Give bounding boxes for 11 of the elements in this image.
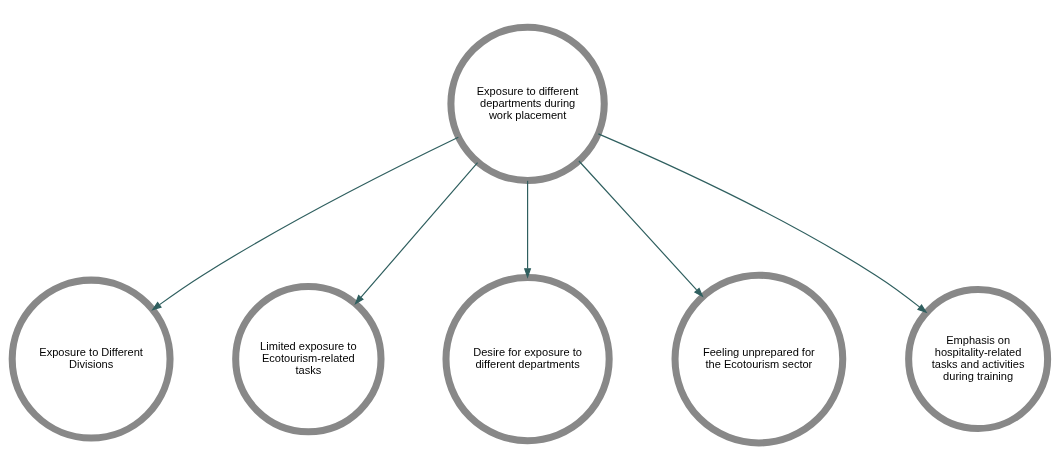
- arrow: [523, 179, 532, 279]
- node-circle: Exposure to Different Divisions: [8, 276, 174, 441]
- node-circle: Feeling unprepared for the Ecotourism sector: [671, 271, 847, 446]
- node-circle: Exposure to different departments during work placement: [447, 23, 608, 184]
- arrow: [597, 132, 928, 313]
- node-circle: Limited exposure to Ecotourism-related tasks: [232, 282, 385, 435]
- node-circle: Emphasis on hospitality-related tasks and activities during training: [905, 285, 1052, 432]
- arrow: [354, 161, 479, 305]
- arrow: [578, 159, 704, 298]
- node-circle: Desire for exposure to different departments: [442, 273, 613, 444]
- arrow: [151, 136, 459, 311]
